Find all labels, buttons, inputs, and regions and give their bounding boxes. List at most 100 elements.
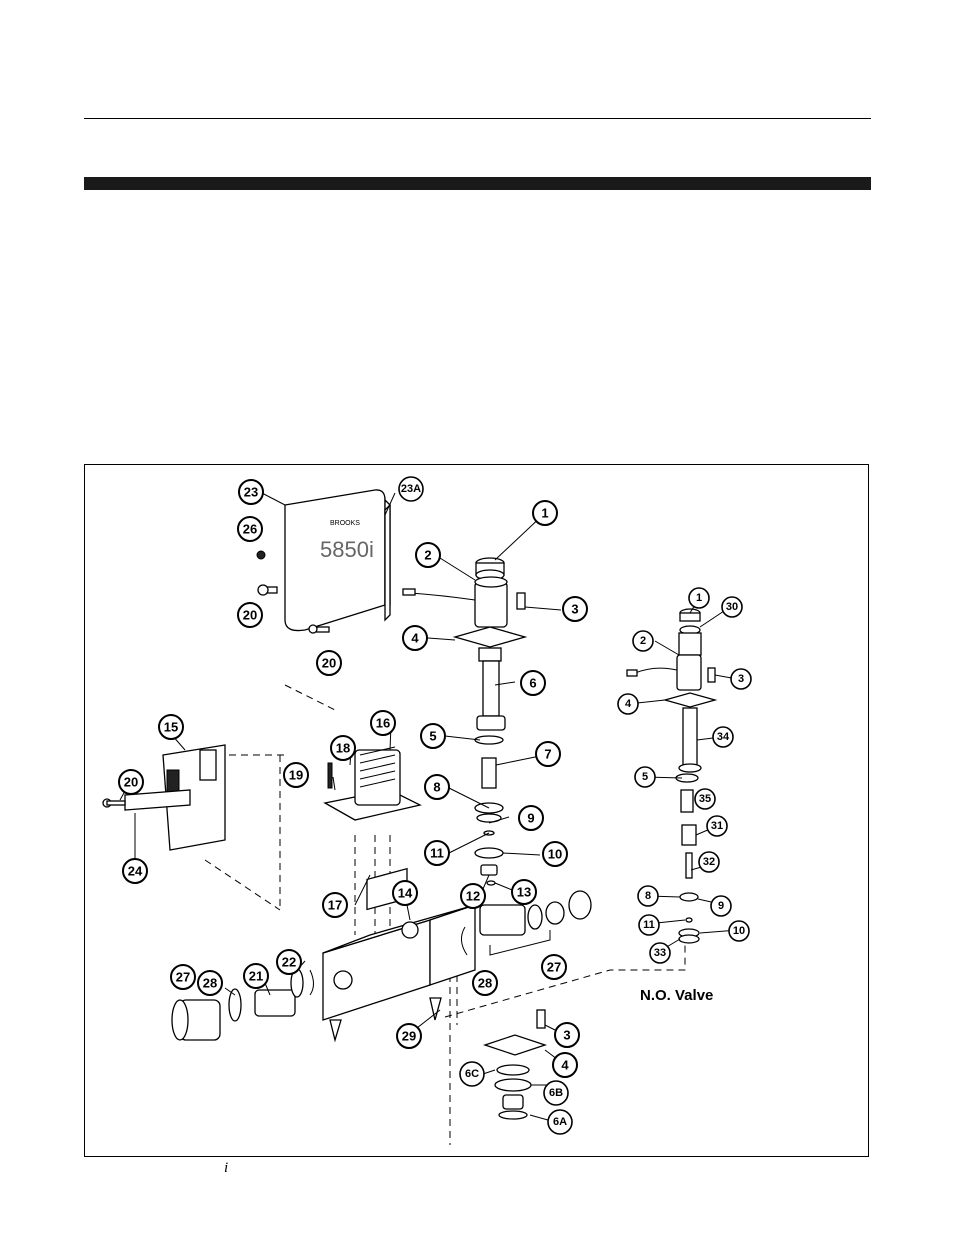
svg-text:28: 28 xyxy=(478,976,492,991)
svg-text:5: 5 xyxy=(642,771,648,783)
nov-callout-30: 30 xyxy=(721,596,743,618)
nov-callout-5: 5 xyxy=(634,766,656,788)
nov-stack-parts xyxy=(626,608,718,944)
svg-text:3: 3 xyxy=(738,673,744,685)
svg-text:35: 35 xyxy=(699,793,711,805)
nov-callout-3: 3 xyxy=(730,668,752,690)
section-title-band xyxy=(84,177,871,190)
svg-text:5850i: 5850i xyxy=(320,537,374,562)
svg-text:3: 3 xyxy=(563,1028,570,1043)
callout-7: 7 xyxy=(535,741,561,767)
svg-text:23A: 23A xyxy=(401,483,421,495)
callout-18: 18 xyxy=(330,735,356,761)
svg-text:33: 33 xyxy=(654,947,666,959)
screw-parts xyxy=(256,550,330,634)
svg-text:15: 15 xyxy=(164,720,178,735)
svg-text:9: 9 xyxy=(527,811,534,826)
nov-callout-9: 9 xyxy=(710,895,732,917)
callout-1: 1 xyxy=(532,500,558,526)
callout-5: 5 xyxy=(420,723,446,749)
svg-text:27: 27 xyxy=(547,960,561,975)
svg-text:26: 26 xyxy=(243,522,257,537)
svg-text:12: 12 xyxy=(466,889,480,904)
svg-text:2: 2 xyxy=(640,635,646,647)
svg-text:9: 9 xyxy=(718,900,724,912)
svg-text:32: 32 xyxy=(703,856,715,868)
callout-3-plug: 3 xyxy=(554,1022,580,1048)
pc-board-part xyxy=(102,744,226,851)
inlet-fitting-parts xyxy=(171,968,314,1041)
svg-text:8: 8 xyxy=(645,890,651,902)
svg-text:11: 11 xyxy=(643,919,655,931)
plug-stack-parts xyxy=(482,1009,548,1120)
callout-6b: 6B xyxy=(543,1080,569,1106)
bracket-part xyxy=(384,503,391,622)
svg-text:16: 16 xyxy=(376,716,390,731)
svg-text:20: 20 xyxy=(243,608,257,623)
svg-text:6C: 6C xyxy=(465,1068,479,1080)
exploded-parts-diagram: BROOKS 5850i xyxy=(84,464,869,1157)
callout-3: 3 xyxy=(562,596,588,622)
sensor-assembly-part xyxy=(323,746,422,821)
callout-6c: 6C xyxy=(459,1061,485,1087)
nov-callout-33: 33 xyxy=(649,942,671,964)
callout-27-right: 27 xyxy=(541,954,567,980)
svg-text:20: 20 xyxy=(322,656,336,671)
callout-4: 4 xyxy=(402,625,428,651)
callout-22: 22 xyxy=(276,949,302,975)
svg-text:28: 28 xyxy=(203,976,217,991)
svg-text:1: 1 xyxy=(696,592,702,604)
svg-text:6A: 6A xyxy=(553,1116,567,1128)
nov-callout-31: 31 xyxy=(706,815,728,837)
svg-text:6: 6 xyxy=(529,676,536,691)
callout-14: 14 xyxy=(392,880,418,906)
svg-text:18: 18 xyxy=(336,741,350,756)
svg-text:4: 4 xyxy=(561,1058,569,1073)
callout-6: 6 xyxy=(520,670,546,696)
dashed-lines-body xyxy=(204,755,391,935)
nov-callout-1: 1 xyxy=(688,587,710,609)
callout-12: 12 xyxy=(460,883,486,909)
svg-text:6B: 6B xyxy=(549,1087,563,1099)
callout-19: 19 xyxy=(283,762,309,788)
callout-28-right: 28 xyxy=(472,970,498,996)
svg-text:10: 10 xyxy=(733,925,745,937)
callout-24: 24 xyxy=(122,858,148,884)
callout-23a: 23A xyxy=(398,476,424,502)
svg-text:34: 34 xyxy=(717,731,730,743)
svg-text:30: 30 xyxy=(726,601,738,613)
nov-callout-4: 4 xyxy=(617,693,639,715)
svg-text:11: 11 xyxy=(430,846,444,861)
dashed-line-nov xyxy=(444,935,686,1018)
svg-text:19: 19 xyxy=(289,768,303,783)
svg-text:20: 20 xyxy=(124,775,138,790)
svg-text:1: 1 xyxy=(541,506,548,521)
nov-callout-8: 8 xyxy=(637,885,659,907)
svg-text:24: 24 xyxy=(128,864,143,879)
svg-text:3: 3 xyxy=(571,602,578,617)
svg-text:4: 4 xyxy=(411,631,419,646)
svg-text:17: 17 xyxy=(328,898,342,913)
svg-text:14: 14 xyxy=(398,886,413,901)
nov-callout-10: 10 xyxy=(728,920,750,942)
nov-callout-34: 34 xyxy=(712,726,734,748)
valve-stack-parts xyxy=(402,557,528,886)
callout-21: 21 xyxy=(243,963,269,989)
callout-10: 10 xyxy=(542,841,568,867)
callout-29: 29 xyxy=(396,1023,422,1049)
callout-23: 23 xyxy=(238,479,264,505)
svg-text:2: 2 xyxy=(424,548,431,563)
svg-text:21: 21 xyxy=(249,969,263,984)
callout-4-plug: 4 xyxy=(552,1052,578,1078)
page-marker: i xyxy=(224,1160,229,1176)
callout-27-left: 27 xyxy=(170,964,196,990)
callout-17: 17 xyxy=(322,892,348,918)
svg-text:27: 27 xyxy=(176,970,190,985)
callout-9: 9 xyxy=(518,805,544,831)
callout-26: 26 xyxy=(237,516,263,542)
callout-8: 8 xyxy=(424,774,450,800)
callout-15: 15 xyxy=(158,714,184,740)
outlet-fitting-parts xyxy=(461,890,592,956)
svg-text:23: 23 xyxy=(244,485,258,500)
callout-20-board: 20 xyxy=(118,769,144,795)
